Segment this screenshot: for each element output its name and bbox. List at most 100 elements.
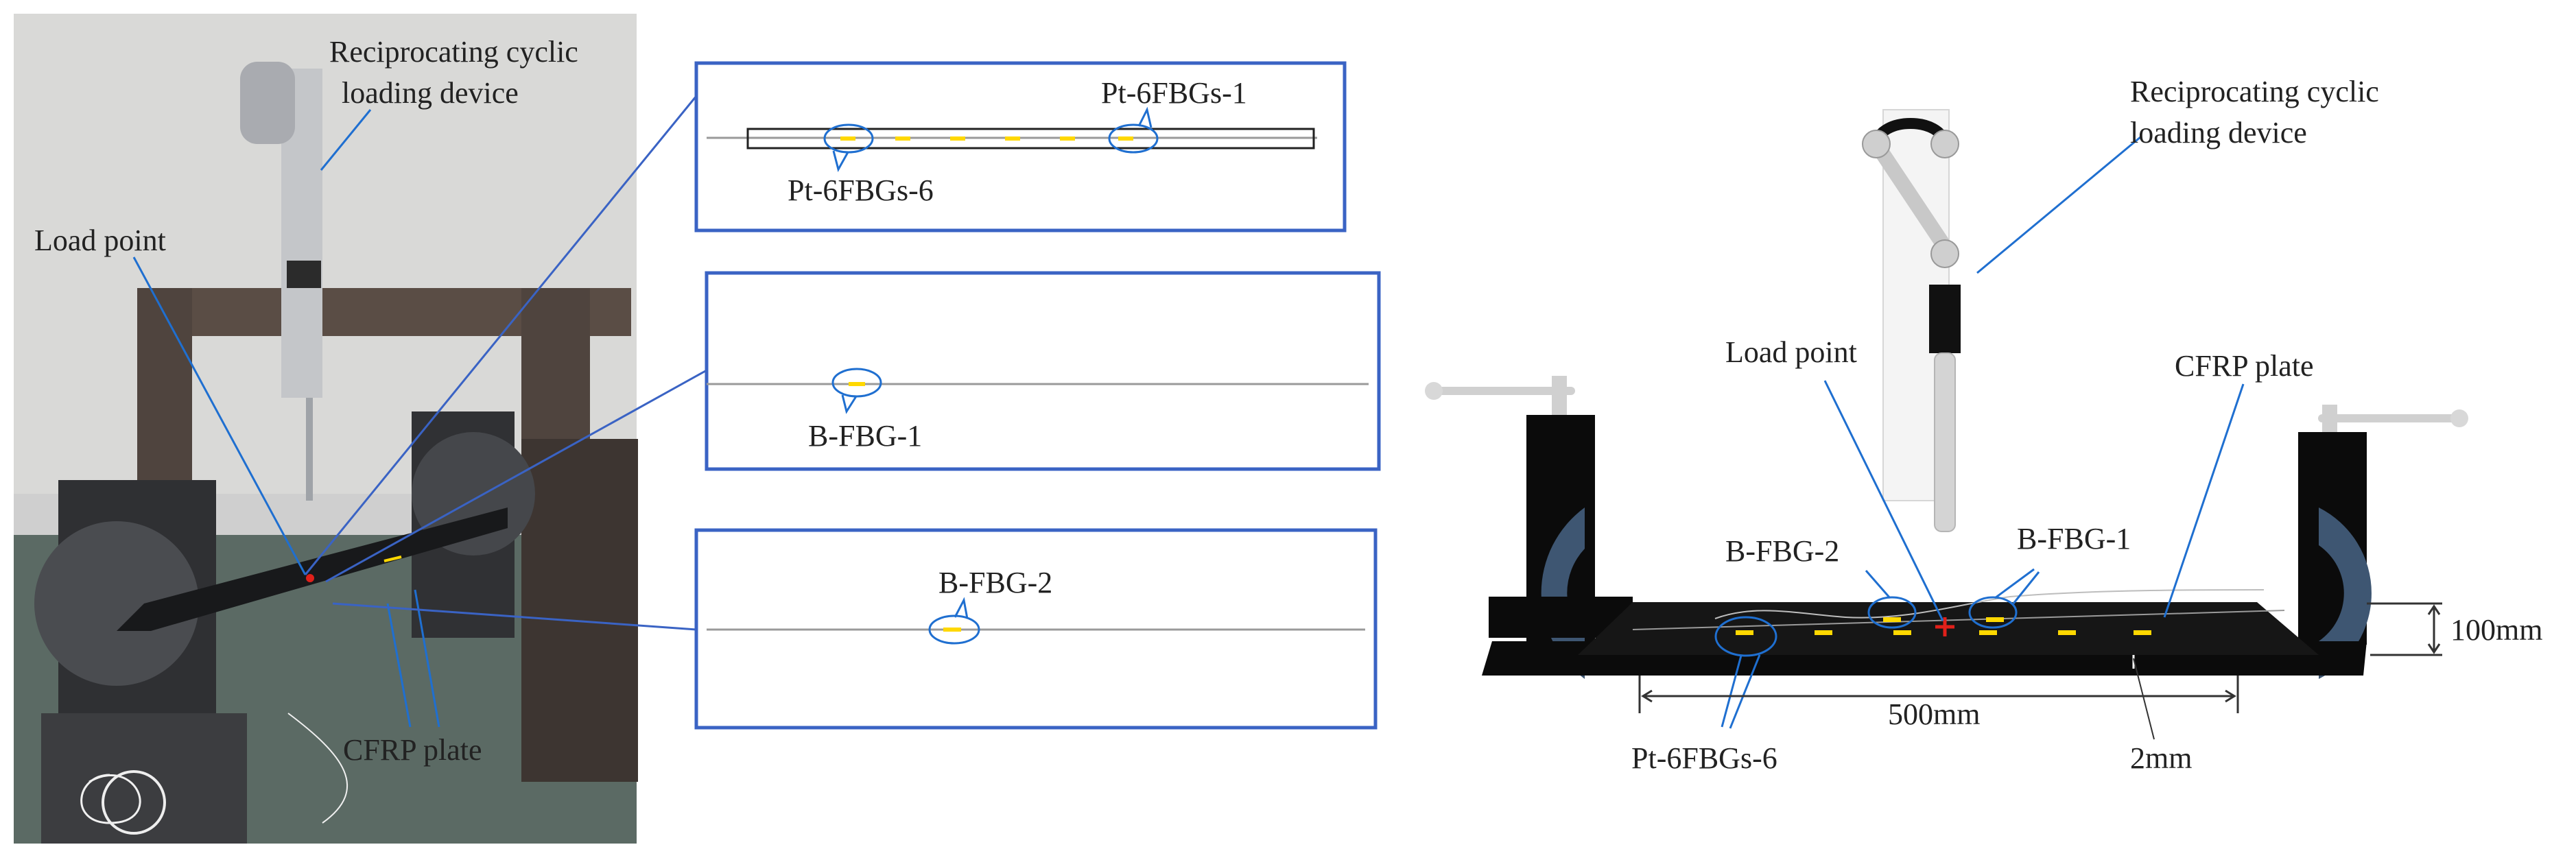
inset-connectors: [304, 95, 707, 631]
inset-middle-callout-tail: [841, 394, 858, 414]
inset-top-callout-left-tail: [832, 150, 849, 172]
right-clamp-jaw: [2319, 507, 2372, 679]
schematic-actuator-joint: [1930, 130, 1959, 158]
span-dim-arrow-right: [2225, 689, 2236, 703]
photo-device-label-1: Reciprocating cyclic: [329, 35, 578, 69]
right-screw-knob: [2450, 409, 2468, 427]
setup-photo: Reciprocating cyclic loading device Load…: [14, 14, 638, 844]
photo-load-point-label: Load point: [34, 224, 166, 257]
inset-bottom-label: B-FBG-2: [938, 566, 1052, 599]
schematic-height-label: 100mm: [2450, 613, 2542, 647]
photo-load-point: [306, 574, 314, 582]
span-dimension: [1638, 676, 2239, 713]
bfbg2-leader: [1865, 570, 1891, 599]
inset-bottom-fbg-mark: [943, 628, 961, 632]
inset-middle: B-FBG-1: [705, 271, 1381, 471]
left-screw-knob: [1425, 382, 1443, 400]
schematic-gap-label: 2mm: [2130, 741, 2192, 775]
photo-cfrp-leader-1: [386, 603, 412, 728]
height-dim-arrow-head: [2427, 604, 2441, 615]
photo-device-leader: [320, 109, 372, 171]
photo-cfrp-plate: [117, 507, 508, 631]
schematic-bfbg1-label: B-FBG-1: [2017, 522, 2131, 556]
inset-top-callout-right: [1108, 123, 1159, 154]
actuator-rod: [306, 398, 313, 501]
frame-right-column: [521, 439, 638, 782]
pt6-leader-2: [1729, 654, 1761, 729]
schematic-device-leader: [1976, 136, 2141, 274]
fbg-mark: [1736, 630, 1753, 635]
schematic-actuator-joint: [1930, 239, 1959, 268]
connector-middle: [325, 369, 707, 583]
height-dimension: [2367, 602, 2442, 656]
schematic-actuator-rod: [1934, 353, 1956, 532]
inset-bottom: B-FBG-2: [694, 528, 1378, 730]
fbg-mark: [1060, 136, 1075, 141]
schematic-span-label: 500mm: [1888, 697, 1980, 731]
photo-load-point-leader: [132, 256, 307, 575]
gap-dim-leader: [2133, 658, 2155, 740]
schematic-bfbg2-label: B-FBG-2: [1725, 534, 1839, 568]
connector-bottom: [332, 602, 697, 631]
photo-device-label-2: loading device: [342, 76, 519, 110]
inset-top-callout-left: [823, 123, 874, 154]
span-dim-arrow-left: [1641, 689, 1653, 703]
fbg-mark: [1118, 136, 1133, 141]
schematic-actuator-joint: [1862, 130, 1891, 158]
photo-cfrp-leader-2: [414, 589, 440, 728]
schematic-cfrp-label: CFRP plate: [2175, 349, 2314, 383]
fbg-mark: [950, 136, 965, 141]
inset-middle-label: B-FBG-1: [808, 419, 922, 453]
fbg-mark: [2058, 630, 2076, 635]
left-clamp-wheel: [34, 521, 199, 686]
inset-top-plate: [746, 128, 1315, 150]
photo-fiber-coil: [102, 770, 166, 835]
fbg-mark: [840, 136, 855, 141]
pt6-callout: [1714, 616, 1777, 657]
fbg-mark: [2134, 630, 2151, 635]
inset-top: Pt-6FBGs-1 Pt-6FBGs-6: [694, 61, 1347, 232]
schematic-load-leader: [1823, 380, 1944, 621]
schematic-device-label-1: Reciprocating cyclic: [2130, 75, 2379, 108]
photo-fiber-loop: [80, 774, 141, 824]
inset-top-label-right: Pt-6FBGs-1: [1101, 76, 1247, 110]
connector-top: [304, 95, 698, 575]
inset-bottom-callout: [928, 614, 980, 645]
pt6-leader-1: [1721, 655, 1742, 728]
inset-top-fbg-marks: [840, 136, 1133, 141]
inset-middle-callout: [831, 368, 882, 398]
fbg-mark: [1979, 630, 1997, 635]
inset-bottom-callout-tail: [954, 597, 969, 619]
actuator-arm: [240, 62, 295, 144]
schematic-cfrp-leader: [2163, 383, 2245, 618]
fbg-mark: [1815, 630, 1832, 635]
actuator-clamp: [287, 261, 321, 288]
bfbg2-callout: [1867, 596, 1917, 629]
bfbg1-leader-2: [2012, 571, 2040, 604]
inset-middle-frame: [705, 271, 1381, 471]
schematic-fiber-loop: [1714, 589, 2265, 619]
fbg-mark: [1005, 136, 1020, 141]
bfbg1-leader-1: [1994, 568, 2035, 599]
inset-middle-fbg-mark: [849, 382, 865, 386]
bfbg1-callout: [1968, 596, 2018, 629]
schematic-actuator-link: [1869, 136, 1952, 254]
photo-fiber-strand: [287, 713, 348, 824]
fbg-mark: [1883, 617, 1901, 622]
fbg-mark: [1986, 617, 2004, 622]
schematic-plate-fiber: [1632, 610, 2285, 630]
height-dim-arrow-tail: [2427, 643, 2441, 654]
schematic: Reciprocating cyclic loading device Load…: [1425, 75, 2542, 775]
photo-cfrp-label: CFRP plate: [343, 733, 482, 767]
fbg-mark: [1893, 630, 1911, 635]
schematic-actuator-clamp: [1929, 285, 1961, 353]
photo-fbg-mark: [383, 556, 402, 562]
schematic-load-point-label: Load point: [1725, 335, 1857, 369]
fbg-mark: [895, 136, 910, 141]
inset-top-label-left: Pt-6FBGs-6: [788, 174, 934, 207]
schematic-fbg-marks: [1736, 617, 2151, 635]
schematic-pt6-label: Pt-6FBGs-6: [1631, 741, 1777, 775]
left-screw-stem: [1552, 376, 1567, 424]
left-clamp-pedestal: [41, 713, 247, 844]
